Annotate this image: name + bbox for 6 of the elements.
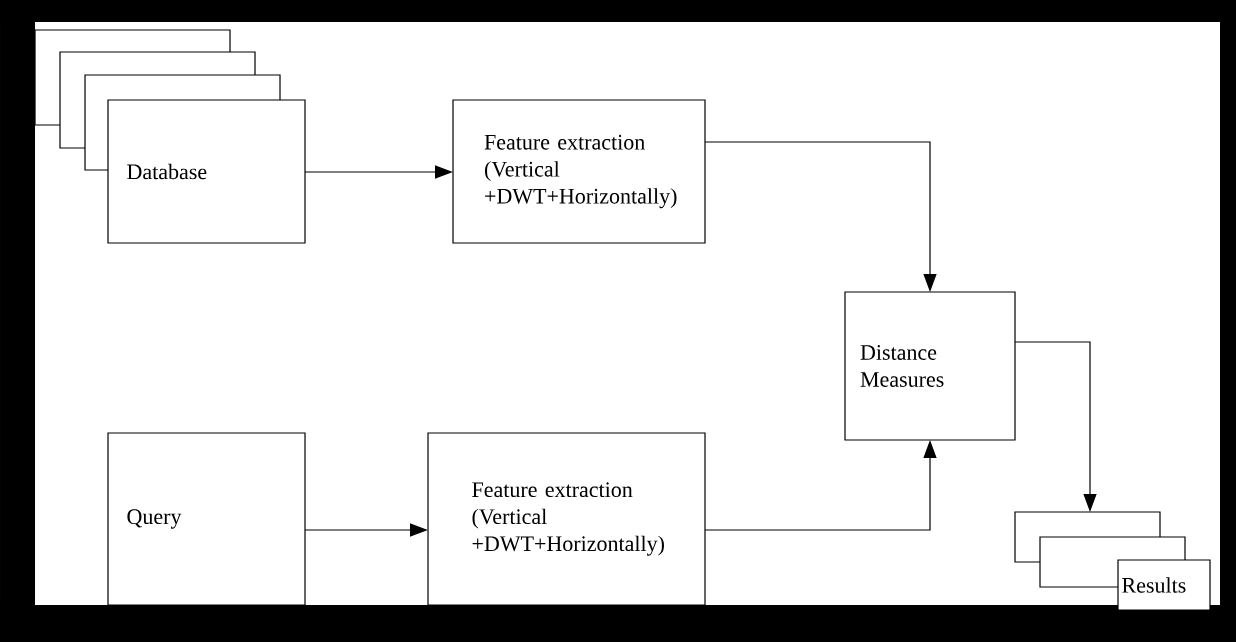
document-stack: Results [1014, 511, 1211, 611]
document-stack: Database [34, 29, 306, 244]
process-box: Feature extraction (Vertical +DWT+Horizontally) [452, 99, 706, 244]
process-box: Distance Measures [844, 291, 1016, 441]
process-box: Feature extraction (Vertical +DWT+Horizontally) [427, 432, 706, 606]
process-box: Query [107, 432, 306, 606]
